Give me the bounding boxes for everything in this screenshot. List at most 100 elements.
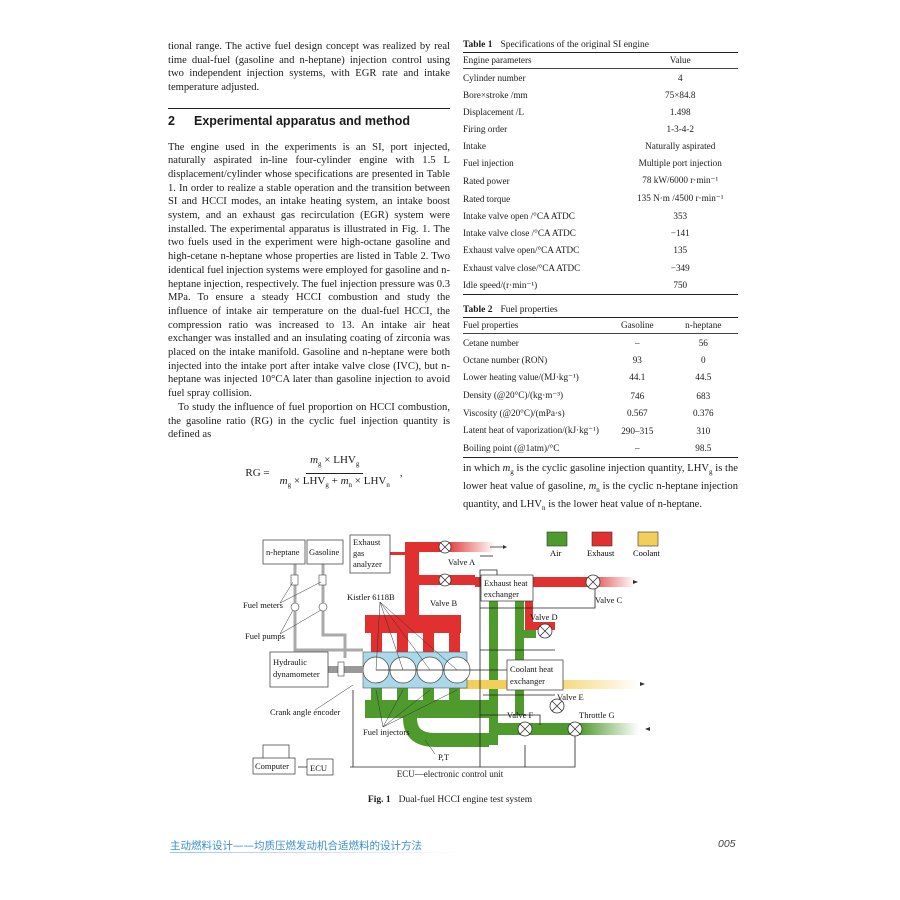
table1-value-cell: 353: [673, 211, 688, 222]
valve-a-label: Valve A: [448, 557, 476, 567]
table1-header: Engine parameters: [463, 52, 623, 69]
table1-param-cell: Intake valve close /°CA ATDC: [463, 228, 576, 239]
analyzer-label-2: gas: [353, 548, 364, 558]
equation-numerator: mg × LHVg: [306, 454, 364, 474]
dyno-label-1: Hydraulic: [273, 657, 307, 667]
valve-f-label: Valve F: [507, 710, 533, 720]
running-footer-title: 主动燃料设计——均质压燃发动机合适燃料的设计方法: [170, 840, 422, 852]
table1-param-cell: Intake valve open /°CA ATDC: [463, 211, 575, 222]
valve-e-label: Valve E: [557, 692, 584, 702]
table2: Fuel properties Gasoline n-heptane Cetan…: [463, 317, 738, 458]
table1-row: Intake valve open /°CA ATDC 353: [463, 208, 738, 225]
legend-label-coolant: Coolant: [633, 548, 661, 558]
legend-swatch-air: [546, 531, 568, 547]
table2-label: Table 2: [463, 305, 493, 316]
table2-value-cell: 0.376: [692, 408, 714, 419]
n-heptane-box: [262, 539, 306, 565]
table1-caption: Table 1 Specifications of the original SI…: [463, 40, 738, 50]
table1-row: Intake Naturally aspirated: [463, 137, 738, 154]
valve-f-icon: [517, 721, 533, 737]
equation-lhs: RG =: [245, 466, 270, 479]
table1-param-cell: Intake: [463, 140, 486, 151]
table1-label: Table 1: [463, 40, 493, 50]
table2-caption-text: Fuel properties: [500, 305, 558, 316]
section-divider: [168, 107, 450, 109]
ecu-label: ECU: [310, 763, 327, 773]
coolant-hx-label-2: exchanger: [510, 676, 545, 686]
table1-param-cell: Bore×stroke /mm: [463, 89, 528, 100]
table1-caption-text: Specifications of the original SI engine: [500, 40, 650, 50]
table1-value-cell: 750: [673, 280, 688, 291]
table2-property-cell: Latent heat of vaporization/(kJ·kg⁻¹): [463, 425, 599, 436]
body-paragraph-2: To study the influence of fuel proportio…: [168, 401, 450, 441]
coolant-heat-exchanger-box: [506, 659, 564, 691]
throttle-g-label: Throttle G: [579, 710, 615, 720]
coolant-pipe: [460, 680, 645, 689]
valve-c-icon: [585, 574, 601, 590]
exhaust-hx-label-1: Exhaust heat: [484, 578, 528, 588]
table1-value-cell: 75×84.8: [665, 89, 696, 100]
table1-value-cell: −141: [670, 228, 690, 239]
valve-b-icon: [438, 573, 452, 587]
table2-value-cell: –: [634, 443, 640, 454]
table2-value-cell: 683: [696, 390, 711, 401]
table2-header: Fuel properties: [463, 317, 606, 335]
valves: [438, 540, 601, 737]
table1-param-cell: Idle speed/(r·min⁻¹): [463, 279, 538, 290]
table2-value-cell: 44.5: [695, 372, 712, 383]
table2-value-cell: 0.567: [626, 408, 648, 419]
table2-value-cell: 56: [698, 337, 708, 348]
legend-swatch-exhaust: [591, 531, 613, 547]
exhaust-hx-label-2: exchanger: [484, 589, 519, 599]
table2-value-cell: 310: [696, 425, 711, 436]
table1-param-cell: Firing order: [463, 123, 508, 134]
legend-label-exhaust: Exhaust: [587, 548, 615, 558]
fuel-pumps-label: Fuel pumps: [245, 631, 285, 641]
leader-lines: [279, 581, 458, 755]
table2-row: Cetane number–56: [463, 334, 738, 352]
right-column: Table 1 Specifications of the original SI…: [463, 40, 738, 515]
figure-caption-text: Dual-fuel HCCI engine test system: [398, 795, 533, 805]
valve-a-icon: [438, 540, 452, 554]
table1-header: Value: [622, 52, 738, 69]
gasoline-label: Gasoline: [309, 547, 339, 557]
pt-label: P,T: [438, 752, 450, 762]
table1-param-cell: Exhaust valve open/°CA ATDC: [463, 245, 580, 256]
legend: Air Exhaust Coolant: [546, 531, 661, 558]
section-number: 2: [168, 113, 175, 128]
valve-d-label: Valve D: [530, 612, 558, 622]
air-pipes: [365, 595, 650, 747]
table2-value-cell: 98.5: [695, 443, 712, 454]
table2-row: Latent heat of vaporization/(kJ·kg⁻¹)290…: [463, 422, 738, 440]
table2-property-cell: Density (@20°C)/(kg·m⁻³): [463, 390, 564, 400]
computer-label: Computer: [255, 761, 289, 771]
equation-fraction: mg × LHVg mg × LHVg + mn × LHVn: [276, 454, 394, 493]
figure-1-diagram: Air Exhaust Coolant: [235, 530, 695, 780]
legend-swatch-coolant: [637, 531, 659, 547]
page-number: 005: [718, 838, 736, 850]
table2-property-cell: Viscosity (@20°C)/(mPa·s): [463, 408, 565, 419]
table1-row: Exhaust valve close/°CA ATDC−349: [463, 259, 738, 276]
hydraulic-dynamometer-box: [269, 651, 329, 688]
valve-d-icon: [537, 623, 553, 639]
table2-property-cell: Octane number (RON): [463, 354, 548, 365]
table1-value-cell: 135 N·m /4500 r·min⁻¹: [637, 193, 724, 204]
table1-value-cell: Naturally aspirated: [645, 140, 716, 151]
n-heptane-label: n-heptane: [266, 547, 300, 557]
table2-property-cell: Cetane number: [463, 337, 519, 348]
table2-header: Gasoline: [606, 317, 669, 335]
valve-b-label: Valve B: [430, 598, 457, 608]
fuel-injectors-label: Fuel injectors: [363, 727, 410, 737]
table1-param-cell: Displacement /L: [463, 106, 524, 117]
rg-equation: RG = mg × LHVg mg × LHVg + mn × LHVn ,: [168, 454, 450, 493]
control-wiring: [298, 555, 596, 768]
table1-param-cell: Exhaust valve close/°CA ATDC: [463, 262, 581, 273]
table2-row: Boiling point (@1atm)/°C–98.5: [463, 440, 738, 458]
exhaust-gas-analyzer-box: [349, 534, 391, 574]
